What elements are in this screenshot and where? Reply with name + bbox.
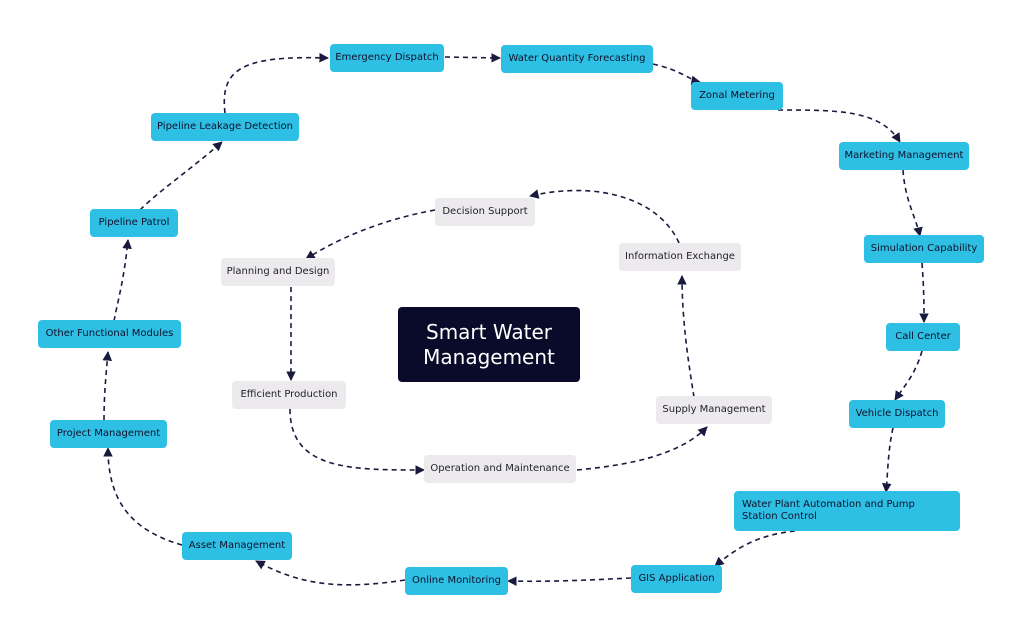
edge-patrol-to-leakage	[139, 141, 223, 211]
node-zonal-metering[interactable]: Zonal Metering	[691, 82, 783, 110]
node-label: Online Monitoring	[412, 575, 501, 586]
edge-decision-to-planning	[305, 209, 436, 260]
edge-project-to-other	[102, 351, 113, 421]
node-label: Asset Management	[188, 540, 286, 551]
node-simulation-capability[interactable]: Simulation Capability	[864, 235, 984, 263]
edge-supply-to-infoexchange	[677, 275, 695, 398]
node-operation-and-maintenance[interactable]: Operation and Maintenance	[424, 455, 576, 483]
edge-simulation-to-callcenter	[919, 262, 929, 323]
edge-marketing-to-simulation	[902, 169, 923, 237]
node-asset-management[interactable]: Asset Management	[182, 532, 292, 560]
node-label: Information Exchange	[625, 251, 735, 262]
edge-emergency-to-forecasting	[444, 53, 501, 63]
edge-efficient-to-operation	[289, 408, 425, 475]
node-vehicle-dispatch[interactable]: Vehicle Dispatch	[849, 400, 945, 428]
node-emergency-dispatch[interactable]: Emergency Dispatch	[330, 44, 444, 72]
edge-vehicle-to-waterplant	[882, 427, 894, 493]
node-label: Call Center	[895, 331, 951, 342]
node-pipeline-leakage-detection[interactable]: Pipeline Leakage Detection	[151, 113, 299, 141]
node-label: GIS Application	[638, 573, 715, 584]
edge-waterplant-to-gis	[714, 530, 796, 567]
node-label: Water Plant Automation and Pump Station …	[742, 499, 915, 522]
node-label: Other Functional Modules	[45, 328, 174, 339]
node-label: Supply Management	[662, 404, 766, 415]
node-label: Project Management	[56, 428, 161, 439]
central-topic: Smart Water Management	[398, 307, 580, 382]
node-label: Vehicle Dispatch	[855, 408, 939, 419]
edge-zonal-to-marketing	[777, 109, 901, 143]
node-label: Simulation Capability	[870, 243, 978, 254]
node-water-quantity-forecasting[interactable]: Water Quantity Forecasting	[501, 45, 653, 73]
node-label: Zonal Metering	[699, 90, 775, 101]
edge-leakage-to-emergency	[223, 52, 329, 114]
node-label: Efficient Production	[240, 389, 338, 400]
node-other-functional-modules[interactable]: Other Functional Modules	[38, 320, 181, 348]
node-label: Marketing Management	[844, 150, 964, 161]
node-label: Pipeline Leakage Detection	[157, 121, 293, 132]
node-information-exchange[interactable]: Information Exchange	[619, 243, 741, 271]
node-label: Decision Support	[442, 206, 528, 217]
central-topic-label: Smart Water Management	[423, 319, 555, 369]
node-label: Operation and Maintenance	[430, 463, 570, 474]
node-decision-support[interactable]: Decision Support	[435, 198, 535, 226]
node-efficient-production[interactable]: Efficient Production	[232, 381, 346, 409]
edge-callcenter-to-vehicle	[894, 350, 923, 401]
node-online-monitoring[interactable]: Online Monitoring	[405, 567, 508, 595]
node-pipeline-patrol[interactable]: Pipeline Patrol	[90, 209, 178, 237]
edge-infoexchange-to-decision	[529, 189, 680, 244]
node-call-center[interactable]: Call Center	[886, 323, 960, 351]
node-marketing-management[interactable]: Marketing Management	[839, 142, 969, 170]
node-label: Emergency Dispatch	[335, 52, 439, 63]
node-label: Planning and Design	[226, 266, 330, 277]
node-supply-management[interactable]: Supply Management	[656, 396, 772, 424]
edge-online-to-asset	[255, 560, 406, 586]
edge-forecasting-to-zonal	[652, 63, 701, 86]
node-gis-application[interactable]: GIS Application	[631, 565, 722, 593]
node-water-plant-automation[interactable]: Water Plant Automation and Pump Station …	[734, 491, 960, 531]
edge-other-to-patrol	[113, 239, 132, 322]
node-planning-and-design[interactable]: Planning and Design	[221, 258, 335, 286]
edge-asset-to-project	[103, 447, 183, 546]
node-label: Water Quantity Forecasting	[508, 53, 646, 64]
edge-gis-to-online	[507, 576, 632, 587]
node-label: Pipeline Patrol	[98, 217, 170, 228]
edge-operation-to-supply	[576, 426, 708, 471]
node-project-management[interactable]: Project Management	[50, 420, 167, 448]
